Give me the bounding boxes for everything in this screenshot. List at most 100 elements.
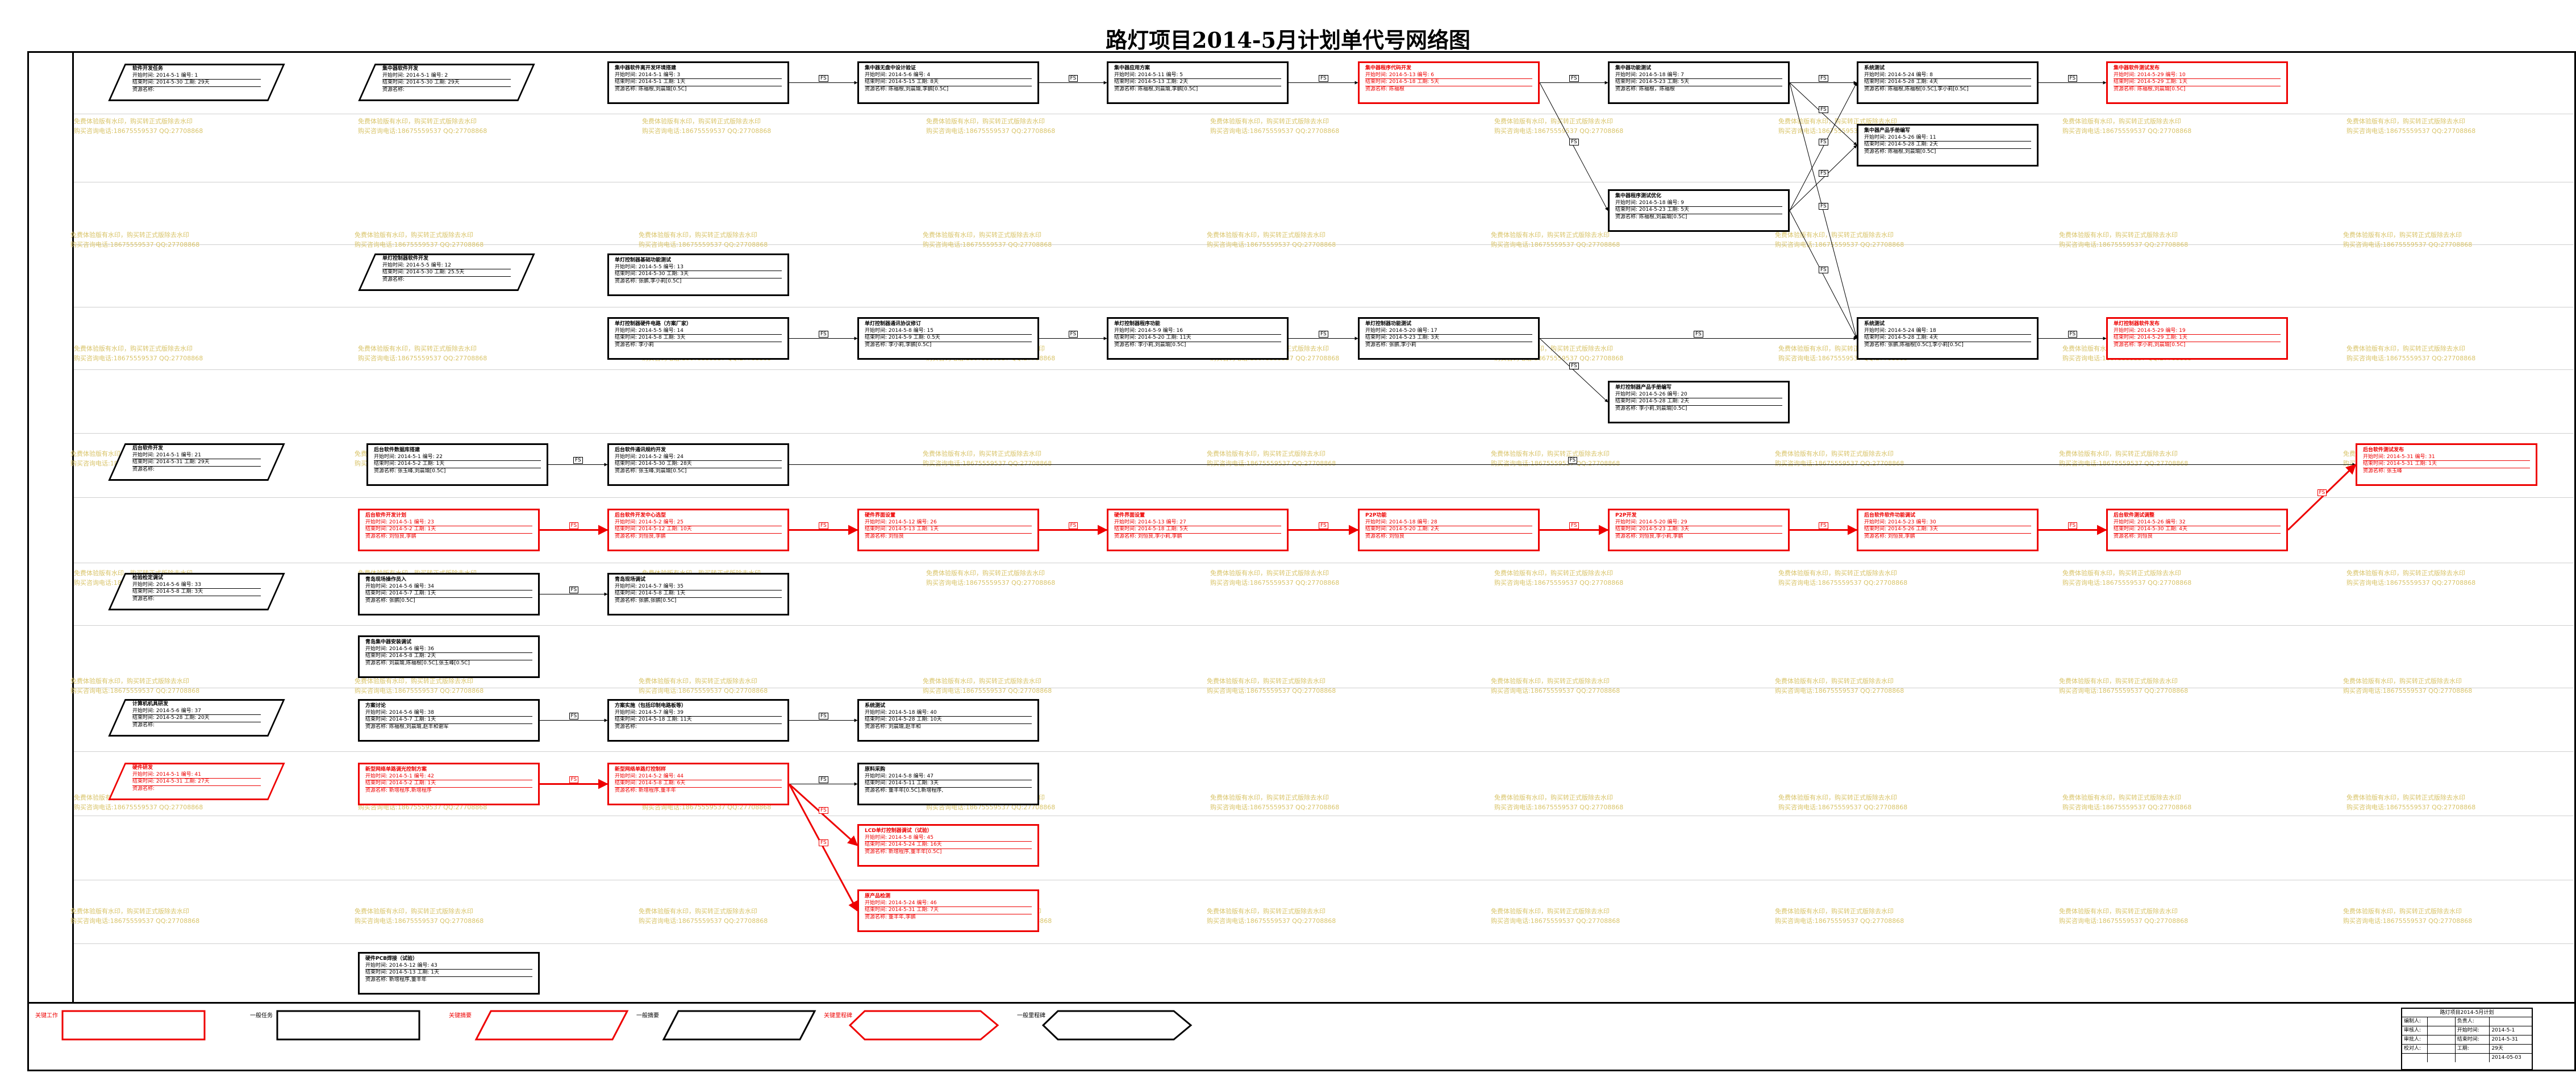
watermark: 免费体验版有水印，购买转正式版除去水印购买咨询电话:18675559537 QQ… bbox=[2343, 230, 2472, 249]
task-name: 集中器无盘中设计验证 bbox=[865, 65, 916, 71]
watermark: 免费体验版有水印，购买转正式版除去水印购买咨询电话:18675559537 QQ… bbox=[2343, 906, 2472, 926]
task-finish-duration: 结束时间: 2014-5-15 工期: 8天 bbox=[865, 79, 1032, 86]
watermark-line-2: 购买咨询电话:18675559537 QQ:27708868 bbox=[2059, 687, 2189, 694]
watermark-line-2: 购买咨询电话:18675559537 QQ:27708868 bbox=[1778, 804, 1908, 811]
watermark-line-2: 购买咨询电话:18675559537 QQ:27708868 bbox=[1210, 127, 1340, 135]
row-line bbox=[74, 497, 2574, 498]
info-cell: 结束时间: bbox=[2456, 1035, 2490, 1044]
task-finish-duration: 结束时间: 2014-5-28 工期: 20天 bbox=[132, 715, 261, 722]
link-type-label: FS bbox=[1569, 522, 1579, 529]
watermark-line-1: 免费体验版有水印，购买转正式版除去水印 bbox=[355, 231, 473, 239]
task-finish-duration: 结束时间: 2014-5-13 工期: 1天 bbox=[865, 526, 1032, 534]
watermark: 免费体验版有水印，购买转正式版除去水印购买咨询电话:18675559537 QQ… bbox=[642, 117, 771, 136]
task-name: 集中器应用方案 bbox=[1114, 65, 1151, 71]
watermark-line-2: 购买咨询电话:18675559537 QQ:27708868 bbox=[70, 687, 200, 694]
task-resource: 资源名称: 李小莉,李鹏[0.5C] bbox=[865, 342, 932, 348]
task-finish-duration: 结束时间: 2014-5-30 工期: 4天 bbox=[2114, 526, 2281, 534]
watermark-line-2: 购买咨询电话:18675559537 QQ:27708868 bbox=[2062, 804, 2192, 811]
watermark-line-2: 购买咨询电话:18675559537 QQ:27708868 bbox=[1494, 804, 1624, 811]
watermark-line-2: 购买咨询电话:18675559537 QQ:27708868 bbox=[2343, 241, 2473, 248]
watermark: 免费体验版有水印，购买转正式版除去水印购买咨询电话:18675559537 QQ… bbox=[2059, 676, 2188, 696]
watermark-line-2: 购买咨询电话:18675559537 QQ:27708868 bbox=[2059, 460, 2189, 467]
task-finish-duration: 结束时间: 2014-5-31 工期: 27天 bbox=[132, 779, 261, 786]
info-cell bbox=[2428, 1054, 2456, 1062]
info-row: 审批人:结束时间:2014-5-31 bbox=[2402, 1035, 2532, 1045]
task-finish-duration: 结束时间: 2014-5-31 工期: 29天 bbox=[132, 459, 261, 467]
watermark: 免费体验版有水印，购买转正式版除去水印购买咨询电话:18675559537 QQ… bbox=[2062, 568, 2191, 588]
task-start-id: 开始时间: 2014-5-1 编号: 41 bbox=[132, 772, 261, 779]
task-resource: 资源名称: 张鹏,李小莉 bbox=[1365, 342, 1416, 348]
watermark-line-2: 购买咨询电话:18675559537 QQ:27708868 bbox=[1207, 917, 1336, 925]
watermark: 免费体验版有水印，购买转正式版除去水印购买咨询电话:18675559537 QQ… bbox=[74, 344, 203, 363]
task-start-id: 开始时间: 2014-5-26 编号: 20 bbox=[1615, 392, 1782, 398]
info-cell: 工期: bbox=[2456, 1045, 2490, 1053]
task-name: 单灯控制器软件开发 bbox=[382, 256, 429, 261]
watermark-line-1: 免费体验版有水印，购买转正式版除去水印 bbox=[2343, 231, 2462, 239]
watermark-line-2: 购买咨询电话:18675559537 QQ:27708868 bbox=[2343, 687, 2473, 694]
task-resource: 资源名称: 陈福根,刘晨瑜,李鹏[0.5C] bbox=[1114, 86, 1198, 92]
task-name: 硬件界面设置 bbox=[865, 513, 896, 518]
task-start-id: 开始时间: 2014-5-1 编号: 42 bbox=[365, 773, 532, 780]
task-name: 硬件研发 bbox=[132, 765, 153, 771]
task-resource: 资源名称: 刘恒良,李鹏 bbox=[1864, 533, 1915, 539]
task-resource: 资源名称: 刘恒良 bbox=[2114, 533, 2153, 539]
task-finish-duration: 结束时间: 2014-5-20 工期: 2天 bbox=[1365, 526, 1532, 534]
task-start-id: 开始时间: 2014-5-2 编号: 24 bbox=[615, 454, 782, 461]
task-name: 后台软件通讯规约开发 bbox=[615, 447, 666, 453]
watermark-line-1: 免费体验版有水印，购买转正式版除去水印 bbox=[1210, 794, 1329, 801]
task-resource: 资源名称: 李小莉,刘晨瑜[0.5C] bbox=[1615, 405, 1687, 411]
watermark: 免费体验版有水印，购买转正式版除去水印购买咨询电话:18675559537 QQ… bbox=[1210, 793, 1339, 812]
watermark-line-1: 免费体验版有水印，购买转正式版除去水印 bbox=[358, 345, 477, 352]
watermark-line-2: 购买咨询电话:18675559537 QQ:27708868 bbox=[74, 127, 203, 135]
task-start-id: 开始时间: 2014-5-12 编号: 26 bbox=[865, 519, 1032, 526]
watermark-line-2: 购买咨询电话:18675559537 QQ:27708868 bbox=[1491, 460, 1620, 467]
